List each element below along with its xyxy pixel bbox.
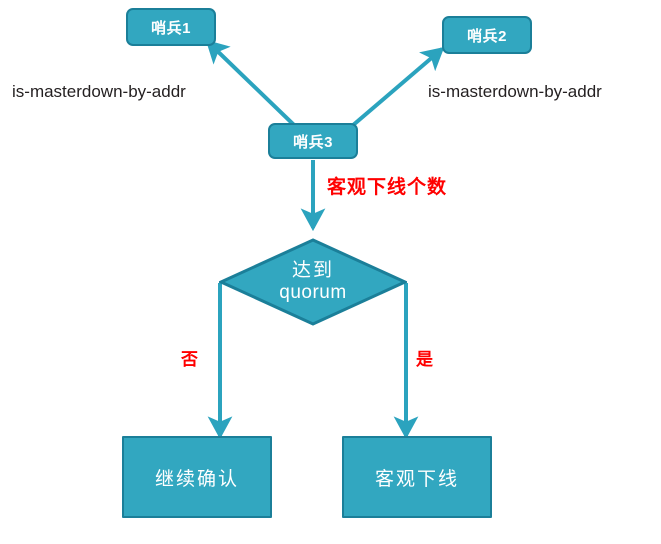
edge-label-yes-text: 是 [416, 350, 433, 369]
edge-label-yes: 是 [416, 345, 433, 370]
edge-label-right-command: is-masterdown-by-addr [428, 82, 602, 102]
node-sentinel-2-label: 哨兵2 [467, 27, 507, 45]
edge-label-left-command: is-masterdown-by-addr [12, 82, 186, 102]
node-sentinel-2[interactable]: 哨兵2 [442, 16, 532, 54]
node-decision-quorum[interactable]: 达到 quorum [217, 238, 409, 326]
edge-sentinel3-to-sentinel1 [205, 39, 296, 127]
edge-label-no-text: 否 [181, 350, 198, 369]
node-objective-down-label: 客观下线 [374, 468, 459, 490]
node-sentinel-1-label: 哨兵1 [151, 19, 191, 37]
decision-diamond-shape [217, 238, 409, 326]
node-sentinel-1[interactable]: 哨兵1 [126, 8, 216, 46]
node-sentinel-3[interactable]: 哨兵3 [268, 123, 358, 159]
edge-label-right-command-text: is-masterdown-by-addr [428, 82, 602, 101]
edge-label-odown-count-text: 客观下线个数 [327, 177, 448, 198]
edge-label-left-command-text: is-masterdown-by-addr [12, 82, 186, 101]
node-objective-down[interactable]: 客观下线 [342, 436, 492, 518]
edge-sentinel3-to-sentinel2 [336, 46, 445, 140]
edge-label-odown-count: 客观下线个数 [327, 172, 447, 199]
edge-label-no: 否 [181, 345, 198, 370]
node-sentinel-3-label: 哨兵3 [293, 133, 333, 151]
node-continue-confirm[interactable]: 继续确认 [122, 436, 272, 518]
node-continue-confirm-label: 继续确认 [154, 468, 239, 490]
